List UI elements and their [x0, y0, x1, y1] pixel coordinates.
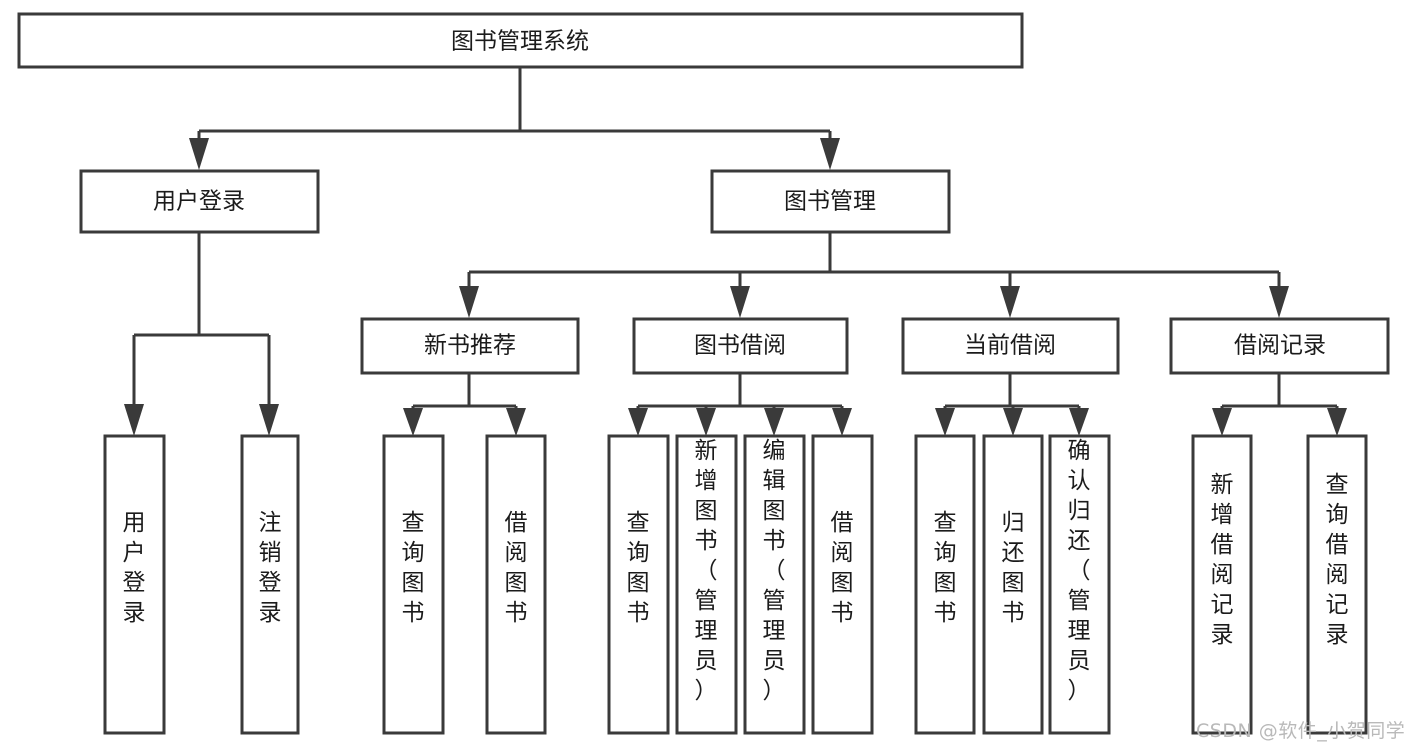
node-user-login-box[interactable] — [79, 169, 320, 234]
arrow-to-current-borrow — [1000, 286, 1020, 318]
leaf-add-book-box[interactable] — [675, 434, 738, 735]
leaf-edit-book[interactable]: 编辑图书（管理员） — [743, 434, 806, 735]
arrow-to-leaf-add-book — [696, 408, 716, 436]
leaf-query-record-box[interactable] — [1306, 434, 1368, 735]
node-root-label: 图书管理系统 — [451, 29, 589, 55]
leaf-query-book-1-box[interactable] — [382, 434, 445, 735]
leaf-query-book-3-box[interactable] — [914, 434, 976, 735]
arrow-to-leaf-borrow-book-1 — [506, 408, 526, 436]
node-book-borrow[interactable]: 图书借阅 — [632, 317, 849, 375]
leaf-logout-login[interactable]: 注销登录 — [240, 434, 300, 735]
arrow-to-new-book-recommend — [459, 286, 479, 318]
leaf-borrow-book-2[interactable]: 借阅图书 — [811, 434, 874, 735]
node-current-borrow-label: 当前借阅 — [964, 333, 1056, 359]
leaf-add-book[interactable]: 新增图书（管理员） — [675, 434, 738, 735]
arrow-to-user-login — [189, 138, 209, 170]
leaf-return-book[interactable]: 归还图书 — [982, 434, 1044, 735]
arrow-to-leaf-query-book-1 — [403, 408, 423, 436]
arrow-to-borrow-record — [1269, 286, 1289, 318]
node-borrow-record-box[interactable] — [1169, 317, 1390, 375]
leaf-user-login-box[interactable] — [103, 434, 166, 735]
node-book-borrow-label: 图书借阅 — [694, 333, 786, 359]
arrow-to-leaf-user-login — [124, 404, 144, 436]
leaf-borrow-book-1[interactable]: 借阅图书 — [485, 434, 547, 735]
leaf-confirm-return-label: 确认归还（管理员） — [1068, 438, 1091, 704]
leaf-edit-book-box[interactable] — [743, 434, 806, 735]
arrow-to-leaf-return-book — [1003, 408, 1023, 436]
leaf-query-record-label: 查询借阅记录 — [1326, 472, 1349, 648]
leaf-add-record-label: 新增借阅记录 — [1211, 472, 1234, 648]
node-user-login[interactable]: 用户登录 — [79, 169, 320, 234]
node-new-book-recommend-box[interactable] — [360, 317, 580, 375]
node-new-book-recommend-label: 新书推荐 — [424, 333, 516, 359]
leaf-borrow-book-2-label: 借阅图书 — [831, 510, 854, 626]
leaf-return-book-label: 归还图书 — [1002, 510, 1025, 626]
node-borrow-record[interactable]: 借阅记录 — [1169, 317, 1390, 375]
node-borrow-record-label: 借阅记录 — [1234, 333, 1326, 359]
leaf-add-record-box[interactable] — [1191, 434, 1253, 735]
leaf-query-book-3[interactable]: 查询图书 — [914, 434, 976, 735]
arrow-to-leaf-confirm-return — [1069, 408, 1089, 436]
node-new-book-recommend[interactable]: 新书推荐 — [360, 317, 580, 375]
node-current-borrow[interactable]: 当前借阅 — [901, 317, 1120, 375]
node-user-login-label: 用户登录 — [153, 189, 245, 215]
leaf-confirm-return-box[interactable] — [1048, 434, 1111, 735]
arrow-to-leaf-query-record — [1327, 408, 1347, 436]
leaf-user-login[interactable]: 用户登录 — [103, 434, 166, 735]
leaf-edit-book-label: 编辑图书（管理员） — [763, 438, 786, 704]
arrow-to-leaf-borrow-book-2 — [832, 408, 852, 436]
leaf-query-book-2-label: 查询图书 — [627, 510, 650, 626]
arrow-to-leaf-edit-book — [764, 408, 784, 436]
leaf-query-book-2[interactable]: 查询图书 — [607, 434, 670, 735]
leaf-user-login-label: 用户登录 — [123, 510, 146, 626]
node-book-borrow-box[interactable] — [632, 317, 849, 375]
arrow-to-book-manage — [820, 138, 840, 170]
connector-layer — [124, 67, 1347, 436]
leaf-query-record[interactable]: 查询借阅记录 — [1306, 434, 1368, 735]
leaf-confirm-return[interactable]: 确认归还（管理员） — [1048, 434, 1111, 735]
arrow-to-leaf-logout-login — [259, 404, 279, 436]
leaf-query-book-2-box[interactable] — [607, 434, 670, 735]
leaf-borrow-book-2-box[interactable] — [811, 434, 874, 735]
node-current-borrow-box[interactable] — [901, 317, 1120, 375]
arrow-to-leaf-query-book-2 — [628, 408, 648, 436]
leaf-query-book-3-label: 查询图书 — [934, 510, 957, 626]
arrow-to-leaf-add-record — [1212, 408, 1232, 436]
leaf-query-book-1[interactable]: 查询图书 — [382, 434, 445, 735]
leaf-borrow-book-1-label: 借阅图书 — [505, 510, 528, 626]
node-book-manage-label: 图书管理 — [784, 189, 876, 215]
leaf-add-book-label: 新增图书（管理员） — [695, 438, 718, 704]
arrow-to-leaf-query-book-3 — [935, 408, 955, 436]
leaf-return-book-box[interactable] — [982, 434, 1044, 735]
leaf-borrow-book-1-box[interactable] — [485, 434, 547, 735]
leaf-logout-login-label: 注销登录 — [259, 510, 282, 626]
node-root[interactable]: 图书管理系统 — [17, 12, 1024, 69]
leaf-add-record[interactable]: 新增借阅记录 — [1191, 434, 1253, 735]
leaf-logout-login-box[interactable] — [240, 434, 300, 735]
leaf-query-book-1-label: 查询图书 — [402, 510, 425, 626]
node-book-manage[interactable]: 图书管理 — [710, 169, 951, 234]
node-root-box[interactable] — [17, 12, 1024, 69]
arrow-to-book-borrow — [730, 286, 750, 318]
node-book-manage-box[interactable] — [710, 169, 951, 234]
